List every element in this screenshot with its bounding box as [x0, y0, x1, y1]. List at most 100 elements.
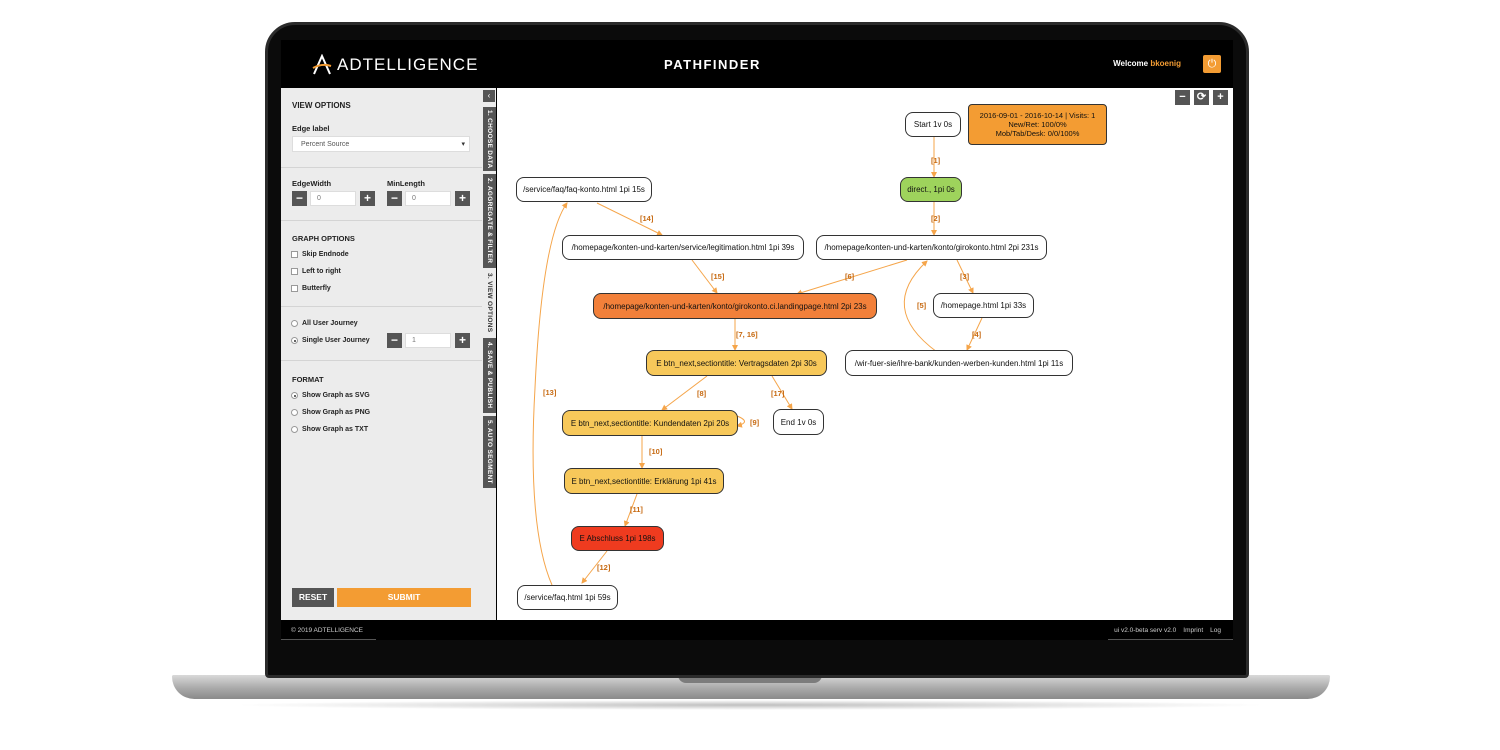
welcome-prefix: Welcome — [1113, 59, 1149, 68]
checkbox-box — [291, 251, 298, 258]
node-legitimation[interactable]: /homepage/konten-und-karten/service/legi… — [562, 235, 804, 260]
edge-label: [6] — [845, 272, 855, 281]
show-png-label: Show Graph as PNG — [302, 409, 371, 416]
min-length-input[interactable]: 0 — [405, 191, 451, 206]
skip-endnode-label: Skip Endnode — [302, 251, 349, 258]
caret-down-icon: ▾ — [461, 141, 465, 148]
step-tabs: 1. CHOOSE DATA 2. AGGREGATE & FILTER 3. … — [482, 88, 496, 620]
copyright: © 2019 ADTELLIGENCE — [291, 627, 363, 634]
node-vertragsdaten[interactable]: E btn_next,sectiontitle: Vertragsdaten 2… — [646, 350, 827, 376]
chevron-left-icon: ‹ — [487, 91, 491, 100]
graph-canvas[interactable]: − ⟳ + — [497, 88, 1233, 620]
edge-label: [7, 16] — [736, 330, 758, 339]
options-sidebar: VIEW OPTIONS Edge label Percent Source ▾… — [281, 88, 482, 620]
tab-choose-data[interactable]: 1. CHOOSE DATA — [483, 107, 496, 171]
min-length-increment-button[interactable]: + — [455, 191, 470, 206]
radio-circle — [291, 320, 298, 327]
footer-right-line — [1108, 639, 1233, 640]
app-screen: ADTELLIGENCE PATHFINDER Welcome bkoenig … — [281, 40, 1233, 640]
left-to-right-label: Left to right — [302, 268, 341, 275]
top-header: ADTELLIGENCE PATHFINDER Welcome bkoenig … — [281, 40, 1233, 88]
version-text: ui v2.0-beta serv v2.0 — [1114, 627, 1177, 634]
edge-label: [4] — [972, 330, 982, 339]
info-box: 2016-09-01 - 2016-10-14 | Visits: 1 New/… — [968, 104, 1107, 145]
radio-circle-selected — [291, 392, 298, 399]
journey-increment-button[interactable]: + — [455, 333, 470, 348]
edge-label-select[interactable]: Percent Source ▾ — [292, 136, 470, 152]
logout-button[interactable]: ⏻ — [1203, 55, 1221, 73]
skip-endnode-checkbox[interactable]: Skip Endnode — [291, 251, 349, 258]
min-length-decrement-button[interactable]: − — [387, 191, 402, 206]
node-erklaerung[interactable]: E btn_next,sectiontitle: Erklärung 1pi 4… — [564, 468, 724, 494]
node-faq[interactable]: /service/faq.html 1pi 59s — [517, 585, 618, 610]
butterfly-checkbox[interactable]: Butterfly — [291, 285, 331, 292]
edge-label: [5] — [917, 301, 927, 310]
zoom-out-button[interactable]: − — [1175, 90, 1190, 105]
node-abschluss[interactable]: E Abschluss 1pi 198s — [571, 526, 664, 551]
node-start[interactable]: Start 1v 0s — [905, 112, 961, 137]
power-icon: ⏻ — [1207, 57, 1217, 70]
all-user-journey-radio[interactable]: All User Journey — [291, 320, 358, 327]
edge-faq-konto-legitimation — [596, 202, 663, 236]
checkbox-box — [291, 285, 298, 292]
node-kundendaten[interactable]: E btn_next,sectiontitle: Kundendaten 2pi… — [562, 410, 738, 436]
brand-name: ADTELLIGENCE — [337, 55, 479, 74]
divider — [281, 306, 482, 307]
edge-homepage-werben — [966, 317, 983, 351]
refresh-button[interactable]: ⟳ — [1194, 90, 1209, 105]
node-end[interactable]: End 1v 0s — [773, 409, 824, 435]
edge-girokonto-homepage — [956, 259, 974, 294]
info-line-1: 2016-09-01 - 2016-10-14 | Visits: 1 — [979, 111, 1096, 120]
edge-width-title: EdgeWidth — [292, 179, 332, 188]
show-txt-radio[interactable]: Show Graph as TXT — [291, 426, 368, 433]
edge-label: [11] — [630, 505, 643, 514]
minus-icon: − — [1179, 91, 1186, 103]
tab-auto-segment[interactable]: 5. AUTO SEGMENT — [483, 416, 496, 488]
log-link[interactable]: Log — [1210, 627, 1221, 634]
edge-width-increment-button[interactable]: + — [360, 191, 375, 206]
tab-aggregate-filter[interactable]: 2. AGGREGATE & FILTER — [483, 174, 496, 268]
welcome-text: Welcome bkoenig — [1113, 59, 1181, 68]
brand-logo[interactable]: ADTELLIGENCE — [311, 54, 478, 76]
adtelligence-logo-icon — [312, 54, 332, 75]
laptop-notch — [678, 675, 822, 683]
reset-button[interactable]: RESET — [292, 588, 334, 607]
show-svg-radio[interactable]: Show Graph as SVG — [291, 392, 370, 399]
tab-save-publish[interactable]: 4. SAVE & PUBLISH — [483, 338, 496, 413]
node-girokonto[interactable]: /homepage/konten-und-karten/konto/giroko… — [816, 235, 1047, 260]
journey-index-input[interactable]: 1 — [405, 333, 451, 348]
info-line-3: Mob/Tab/Desk: 0/0/100% — [995, 129, 1080, 138]
node-faq-konto[interactable]: /service/faq/faq-konto.html 1pi 15s — [516, 177, 652, 202]
imprint-link[interactable]: Imprint — [1183, 627, 1204, 634]
username[interactable]: bkoenig — [1150, 59, 1181, 68]
submit-button[interactable]: SUBMIT — [337, 588, 471, 607]
zoom-in-button[interactable]: + — [1213, 90, 1228, 105]
edge-kundendaten-self — [736, 415, 745, 428]
node-werben[interactable]: /wir-fuer-sie/ihre-bank/kunden-werben-ku… — [845, 350, 1073, 376]
laptop-shadow — [230, 700, 1270, 710]
node-landingpage[interactable]: /homepage/konten-und-karten/konto/giroko… — [593, 293, 877, 319]
node-direct[interactable]: direct., 1pi 0s — [900, 177, 962, 202]
edge-label: [9] — [750, 418, 760, 427]
min-length-title: MinLength — [387, 179, 425, 188]
edge-width-decrement-button[interactable]: − — [292, 191, 307, 206]
node-homepage[interactable]: /homepage.html 1pi 33s — [933, 293, 1034, 318]
graph-edges — [532, 137, 983, 586]
edge-width-input[interactable]: 0 — [310, 191, 356, 206]
single-user-journey-label: Single User Journey — [302, 337, 370, 344]
tab-view-options[interactable]: 3. VIEW OPTIONS — [483, 271, 496, 335]
journey-decrement-button[interactable]: − — [387, 333, 402, 348]
single-user-journey-radio[interactable]: Single User Journey — [291, 337, 370, 344]
edge-label: [13] — [543, 388, 557, 397]
edge-label: [1] — [931, 156, 941, 165]
radio-circle — [291, 426, 298, 433]
left-to-right-checkbox[interactable]: Left to right — [291, 268, 341, 275]
graph-options-title: GRAPH OPTIONS — [292, 234, 355, 243]
show-png-radio[interactable]: Show Graph as PNG — [291, 409, 370, 416]
divider — [281, 220, 482, 221]
edge-abschluss-faq — [581, 550, 608, 584]
edge-label: [15] — [711, 272, 725, 281]
collapse-sidebar-button[interactable]: ‹ — [483, 90, 495, 102]
refresh-icon: ⟳ — [1196, 91, 1207, 103]
all-user-journey-label: All User Journey — [302, 320, 358, 327]
